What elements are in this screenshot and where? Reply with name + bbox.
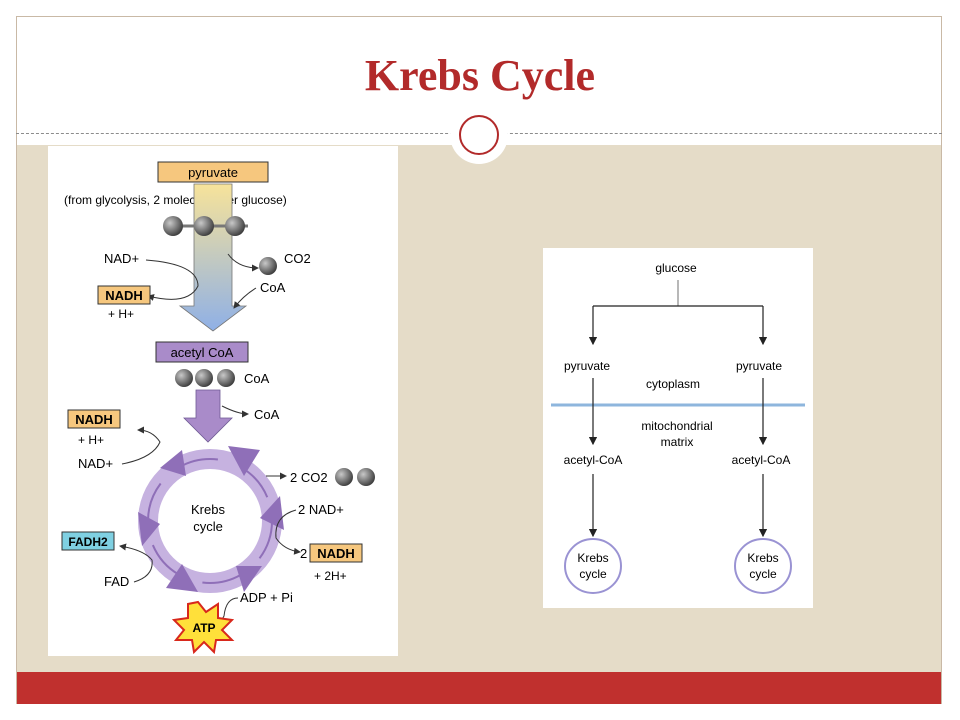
co2-molecule-2 [335, 468, 353, 486]
atp-starburst [171, 600, 235, 655]
glucose-split-svg: glucose pyruvate pyruvate cytoplasm mito… [551, 261, 805, 594]
h-plus-label-1: + H+ [108, 307, 134, 321]
co2-label-1: CO2 [284, 251, 311, 266]
cycle-label: cycle [193, 519, 223, 534]
acetyl-coa-left-label: acetyl-CoA [564, 453, 623, 467]
acetyl-coa-label: acetyl CoA [171, 345, 234, 360]
nadh-box-1 [97, 285, 151, 305]
adp-label: ADP + Pi [240, 590, 293, 605]
krebs-cycle-diagram: pyruvate (from glycolysis, 2 molecules p… [48, 146, 398, 656]
ring-arrowhead-top [228, 446, 260, 476]
pyruvate-right-label: pyruvate [736, 359, 782, 373]
coa-label-3: CoA [254, 407, 280, 422]
krebs-left-label: Krebs [577, 551, 608, 565]
ring-arrowhead-top-left [160, 450, 186, 476]
fad-reduction-arrow [119, 543, 153, 583]
co2-label-2: 2 CO2 [290, 470, 328, 485]
nad-plus-label-3: 2 NAD+ [298, 502, 344, 517]
pyruvate-atom-1 [163, 216, 183, 236]
cytoplasm-label: cytoplasm [646, 377, 700, 391]
acetyl-atom-2 [195, 369, 213, 387]
nad-reduction-arrow-1 [145, 259, 199, 301]
h-plus-label-3: + 2H+ [314, 569, 347, 583]
glucose-label: glucose [655, 261, 697, 275]
nad-plus-label-1: NAD+ [104, 251, 139, 266]
nad-reduction-arrow-2 [121, 426, 161, 465]
ring-arrowhead-left [138, 512, 160, 546]
co2-molecule-1 [259, 257, 277, 275]
co2-release-arrow [227, 253, 259, 272]
nadh-label-1: NADH [105, 288, 143, 303]
coa-label-1: CoA [260, 280, 286, 295]
acetyl-atom-1 [175, 369, 193, 387]
acetyl-atom-3 [217, 369, 235, 387]
pyruvate-left-label: pyruvate [564, 359, 610, 373]
krebs-right-label: Krebs [747, 551, 778, 565]
h-plus-label-2: + H+ [78, 433, 104, 447]
fadh2-box [61, 531, 115, 551]
krebs-cycle-svg: pyruvate (from glycolysis, 2 molecules p… [61, 161, 375, 655]
footer-bar [17, 672, 941, 704]
matrix-label: matrix [661, 435, 694, 449]
atp-label: ATP [192, 621, 215, 635]
mitochondrial-label: mitochondrial [641, 419, 712, 433]
acetyl-coa-box [155, 341, 249, 363]
nad-reduction-arrow-3 [275, 509, 301, 555]
nadh-label-3: NADH [317, 546, 355, 561]
pyruvate-label: pyruvate [188, 165, 238, 180]
fad-label: FAD [104, 574, 129, 589]
fadh2-label: FADH2 [68, 535, 108, 549]
pyruvate-atom-3 [225, 216, 245, 236]
cycle-left-label: cycle [579, 567, 607, 581]
ring-arrowhead-bottom-left [166, 564, 198, 592]
coa-label-2: CoA [244, 371, 270, 386]
pyruvate-atom-2 [194, 216, 214, 236]
krebs-label: Krebs [191, 502, 225, 517]
slide-title: Krebs Cycle [364, 51, 596, 100]
nadh-box-2 [67, 409, 121, 429]
krebs-cycle-oval-right [734, 538, 792, 594]
krebs-cycle-oval-left [564, 538, 622, 594]
acetyl-coa-right-label: acetyl-CoA [732, 453, 791, 467]
ring-arrowhead-right [260, 496, 284, 530]
glucose-split-diagram: glucose pyruvate pyruvate cytoplasm mito… [543, 248, 813, 608]
coa-release-arrow [221, 405, 249, 418]
acetyl-down-arrow [183, 389, 233, 443]
title-ornament-ring [459, 115, 499, 155]
coa-entry-arrow [233, 287, 257, 309]
nadh-label-2: NADH [75, 412, 113, 427]
pyruvate-box [157, 161, 269, 183]
nad-plus-label-2: NAD+ [78, 456, 113, 471]
two-label: 2 [300, 546, 307, 561]
ring-arrowhead-bottom-right [236, 566, 262, 592]
cycle-right-label: cycle [749, 567, 777, 581]
co2-molecule-3 [357, 468, 375, 486]
nadh-box-3 [309, 543, 363, 563]
from-glycolysis-label: (from glycolysis, 2 molecules per glucos… [64, 193, 287, 207]
